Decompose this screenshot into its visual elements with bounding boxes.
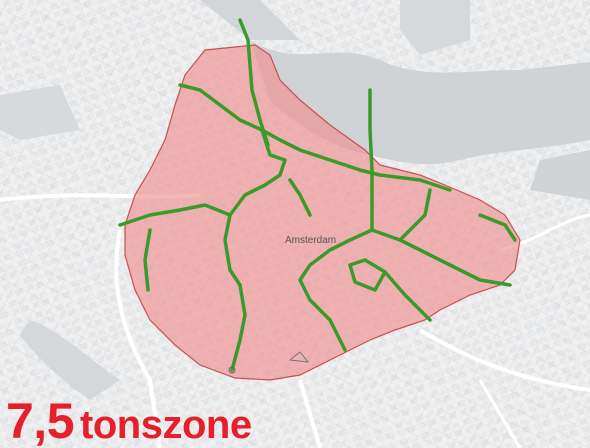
park-southwest <box>20 320 120 400</box>
river-north <box>200 0 300 40</box>
route-north <box>238 18 270 147</box>
zone-title-word: tonszone <box>80 403 252 447</box>
route-inner-link <box>288 178 312 217</box>
road-south <box>298 379 322 448</box>
weight-restriction-zone <box>124 44 521 381</box>
route-ij-crossing <box>368 88 374 232</box>
center-label: Amsterdam <box>285 235 336 246</box>
route-west-spur <box>143 228 152 292</box>
road-south-east <box>478 379 522 448</box>
route-east-link <box>398 188 432 242</box>
route-southeast <box>383 270 432 322</box>
water-west <box>0 85 80 140</box>
route-south-west <box>230 283 247 372</box>
route-east <box>370 228 512 287</box>
harbor-north <box>400 0 470 55</box>
route-canal-west <box>223 128 287 287</box>
route-east-loop <box>478 213 517 242</box>
truck-routes <box>118 18 517 372</box>
zone-title-value: 7,5 <box>6 393 75 448</box>
route-loop-centre <box>348 258 387 292</box>
route-ij-shore <box>178 83 452 192</box>
water-east <box>530 150 590 200</box>
road-southeast <box>418 328 590 392</box>
route-centre <box>298 228 374 352</box>
route-west-entry <box>118 203 232 227</box>
marker-south <box>228 366 236 374</box>
road-southwest <box>114 229 162 448</box>
marker-museum <box>288 351 310 363</box>
